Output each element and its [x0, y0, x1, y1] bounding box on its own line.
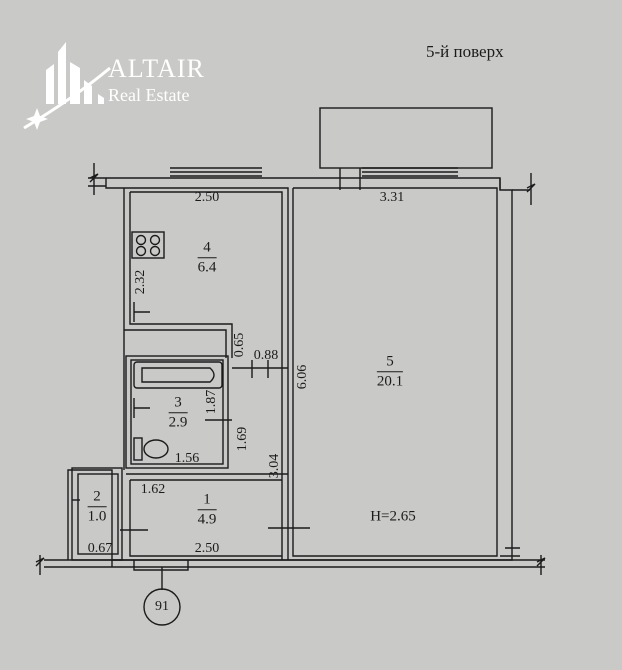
- toilet-bowl: [143, 439, 169, 459]
- axis-circle: [143, 588, 181, 626]
- break-symbol-sw: [35, 555, 45, 575]
- dim-room-depth: 6.06: [295, 364, 310, 390]
- dim-room-width: 3.31: [379, 190, 405, 205]
- main-room-inner: [292, 187, 498, 557]
- hall-door-ticks: [120, 527, 310, 531]
- dim-bath-height: 1.87: [204, 389, 219, 415]
- burner-2: [149, 234, 161, 246]
- break-symbol-se: [536, 555, 546, 575]
- kitchen-inner-top: [130, 191, 283, 560]
- stove-outline: [131, 231, 165, 259]
- room-1-label: 1 4.9: [197, 491, 217, 528]
- room-2-number: 2: [87, 488, 107, 507]
- burner-1: [135, 234, 147, 246]
- kitchen-bath-wall: [124, 329, 227, 358]
- balcony-door: [339, 168, 361, 190]
- logo-building-2: [58, 42, 66, 104]
- dim-hall-inner-width: 1.62: [140, 482, 166, 497]
- bathtub-outline: [133, 361, 223, 389]
- dim-kitchen-width: 2.50: [194, 190, 220, 205]
- room-3-area: 2.9: [168, 414, 188, 430]
- dim-hall-width: 2.50: [194, 541, 220, 556]
- kitchen-room-partition: [124, 187, 289, 560]
- brand-name: ALTAIR: [108, 54, 205, 83]
- room-4-number: 4: [197, 239, 217, 258]
- dim-partition-a: 0.65: [232, 332, 247, 358]
- logo-building-1: [46, 64, 54, 104]
- room-1-area: 4.9: [197, 511, 217, 527]
- brand-tagline: Real Estate: [108, 85, 190, 105]
- dim-bath-height-b: 1.69: [235, 426, 250, 452]
- dim-hall-height: 3.04: [267, 453, 282, 479]
- room-window: [362, 167, 458, 177]
- room-3-number: 3: [168, 394, 188, 413]
- hall-inner: [129, 480, 282, 557]
- break-symbol-nw: [89, 163, 99, 195]
- kitchen-window: [170, 167, 262, 177]
- bath-door: [232, 360, 288, 378]
- room-1-number: 1: [197, 491, 217, 510]
- bathroom-inner: [130, 359, 224, 465]
- floor-label: 5-й поверх: [426, 42, 504, 61]
- kitchen-sink: [133, 302, 150, 322]
- burner-4: [149, 245, 161, 257]
- room-4-label: 4 6.4: [197, 239, 217, 276]
- logo-building-5: [98, 94, 104, 104]
- room-5-area: 20.1: [376, 373, 404, 389]
- room-4-area: 6.4: [197, 259, 217, 275]
- burner-3: [135, 245, 147, 257]
- se-wall-ticks: [500, 547, 520, 557]
- room-2-area: 1.0: [87, 508, 107, 524]
- closet-inner: [77, 473, 119, 555]
- brand-logo: [23, 42, 111, 130]
- dim-bath-width: 1.56: [174, 451, 200, 466]
- bathroom-wall: [125, 355, 229, 469]
- dim-kitchen-depth: 2.32: [133, 269, 148, 295]
- dim-partition-b: 0.88: [253, 348, 279, 363]
- bath-sink: [133, 398, 150, 418]
- ne-wall-cut: [499, 178, 530, 191]
- ceiling-height: H=2.65: [370, 508, 416, 525]
- room-2-label: 2 1.0: [87, 488, 107, 525]
- room-5-label: 5 20.1: [376, 353, 404, 390]
- room-5-number: 5: [376, 353, 404, 372]
- bathtub-basin: [141, 367, 215, 383]
- balcony-outline: [319, 107, 493, 169]
- kitchen-inner: [129, 192, 233, 358]
- break-symbol-ne: [526, 173, 536, 205]
- logo-star-icon: [26, 108, 48, 130]
- axis-marker-label: 91: [155, 599, 169, 614]
- brand-text: ALTAIR Real Estate: [108, 56, 205, 106]
- dim-closet-width: 0.67: [87, 541, 113, 556]
- entrance-opening: [133, 560, 189, 571]
- room-3-label: 3 2.9: [168, 394, 188, 431]
- toilet-tank: [133, 437, 143, 461]
